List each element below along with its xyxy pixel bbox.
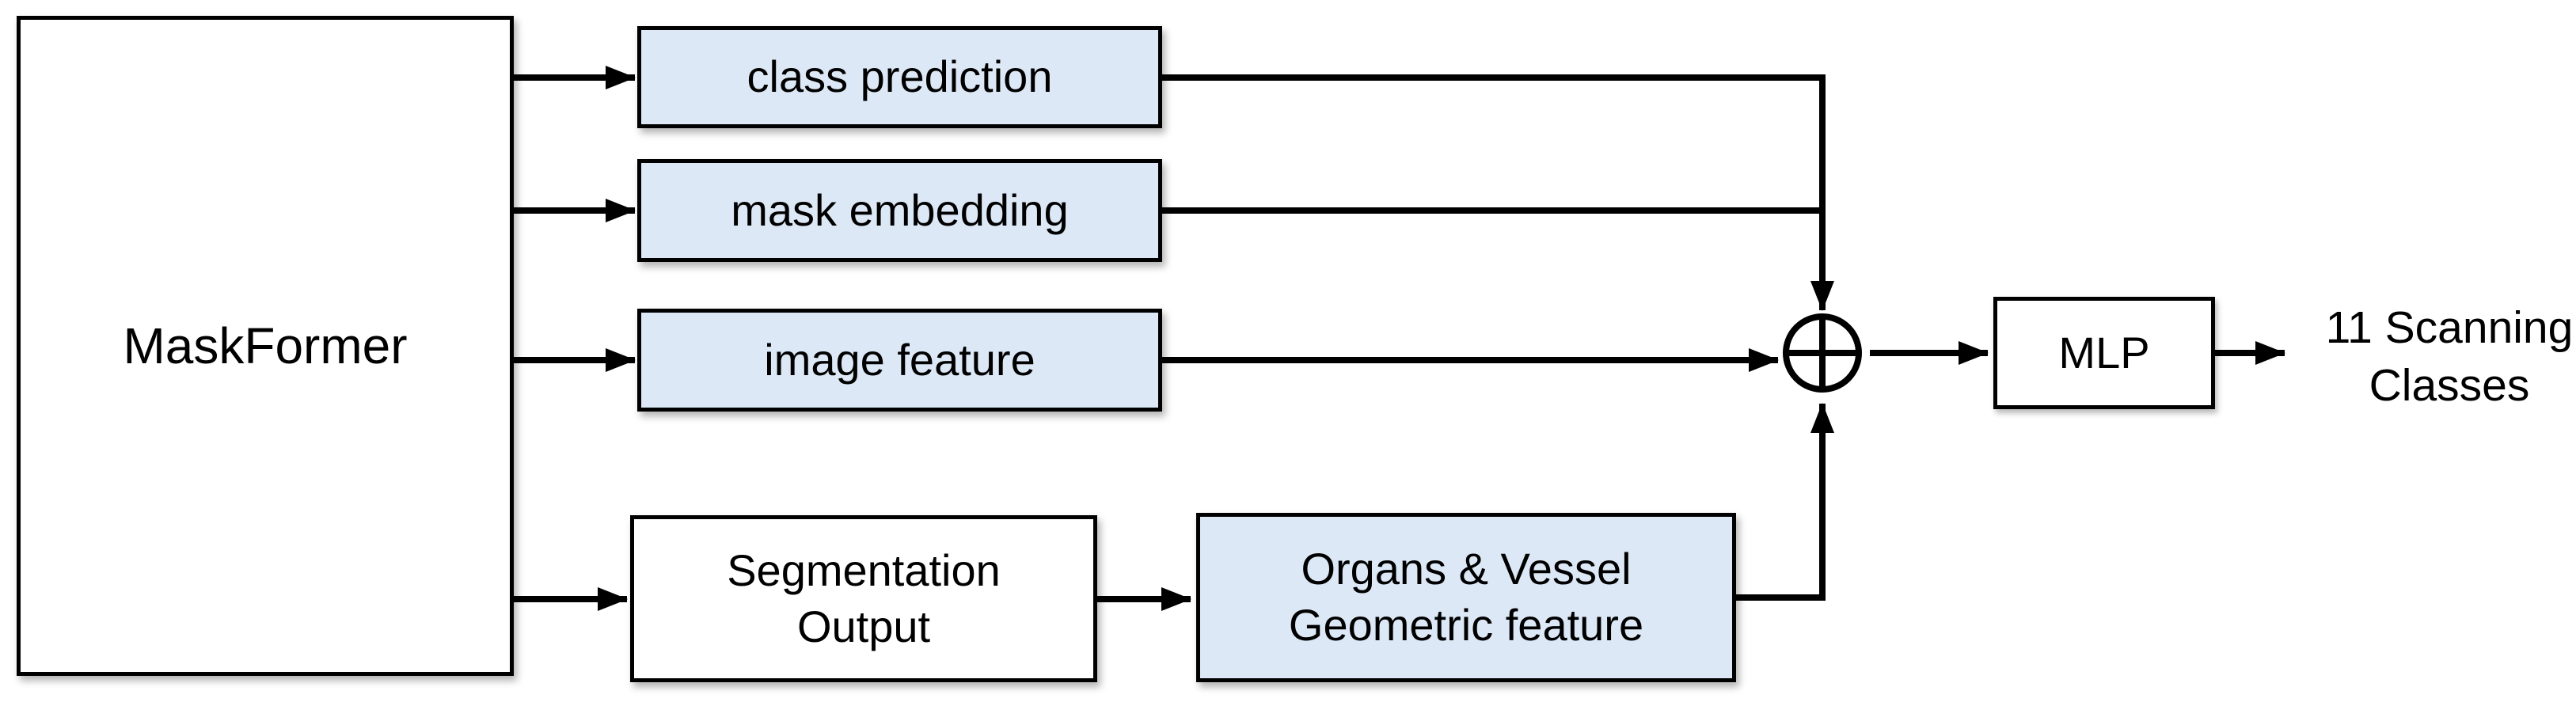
edge-lines (514, 66, 2285, 611)
node-image-feature: image feature (637, 309, 1162, 412)
node-image-feature-label: image feature (764, 334, 1035, 385)
node-mlp-label: MLP (2058, 327, 2150, 378)
output-classes: 11 Scanning Classes (2304, 298, 2576, 416)
node-segmentation-output: Segmentation Output (630, 515, 1097, 682)
edge-class-prediction-sum (1162, 74, 1834, 311)
node-mlp: MLP (1993, 297, 2215, 409)
node-maskformer: MaskFormer (17, 16, 514, 676)
node-class-prediction-label: class prediction (747, 51, 1053, 102)
node-segmentation-output-label: Segmentation Output (727, 545, 1001, 651)
output-classes-label: 11 Scanning Classes (2325, 302, 2574, 411)
edge-organs-sum (1736, 403, 1834, 601)
node-class-prediction: class prediction (637, 26, 1162, 128)
node-organs-vessel-geometric-feature: Organs & Vessel Geometric feature (1196, 513, 1736, 682)
node-mask-embedding: mask embedding (637, 159, 1162, 262)
node-organs-vessel-label: Organs & Vessel Geometric feature (1288, 544, 1644, 650)
circled-plus-icon (1783, 313, 1862, 393)
node-mask-embedding-label: mask embedding (731, 184, 1069, 235)
node-maskformer-label: MaskFormer (123, 317, 408, 374)
